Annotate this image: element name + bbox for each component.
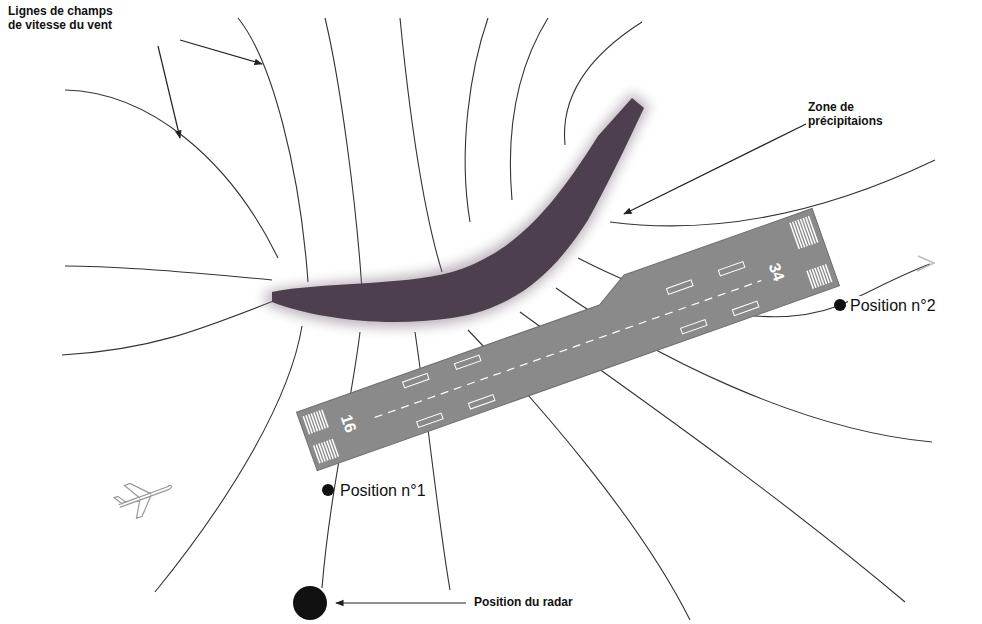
position-dot <box>322 484 334 496</box>
streamline <box>610 160 935 226</box>
callout-label: Zone de précipitaions <box>806 100 900 130</box>
leader-arrow <box>158 46 180 138</box>
precipitation-core <box>272 98 644 322</box>
streamline <box>238 18 308 282</box>
position-dot <box>834 299 846 311</box>
runway: 1634 <box>297 227 840 470</box>
streamline <box>465 18 488 222</box>
leader-arrow <box>180 40 262 64</box>
position-label: Position n°2 <box>848 296 938 316</box>
streamlines <box>62 18 935 620</box>
callout-label: Position du radar <box>472 595 575 611</box>
callout-label: Lignes de champs de vitesse du vent <box>6 4 130 34</box>
precipitation-halo <box>265 92 650 328</box>
streamline <box>65 90 278 258</box>
precipitation-zone <box>265 92 650 328</box>
runway-markings <box>297 216 832 463</box>
streamline <box>155 326 302 592</box>
runway-outline <box>290 208 840 470</box>
radar-dot <box>293 586 327 620</box>
leader-arrow <box>624 124 806 214</box>
streamline <box>325 18 362 290</box>
runway-surface <box>297 227 840 470</box>
streamline <box>400 18 442 272</box>
streamline <box>510 18 548 200</box>
flow-arrowhead <box>917 256 934 271</box>
streamline <box>65 266 272 280</box>
airplane-icon <box>111 470 177 523</box>
streamline <box>62 300 276 355</box>
position-label: Position n°1 <box>338 481 428 501</box>
leader-arrow <box>336 602 466 603</box>
